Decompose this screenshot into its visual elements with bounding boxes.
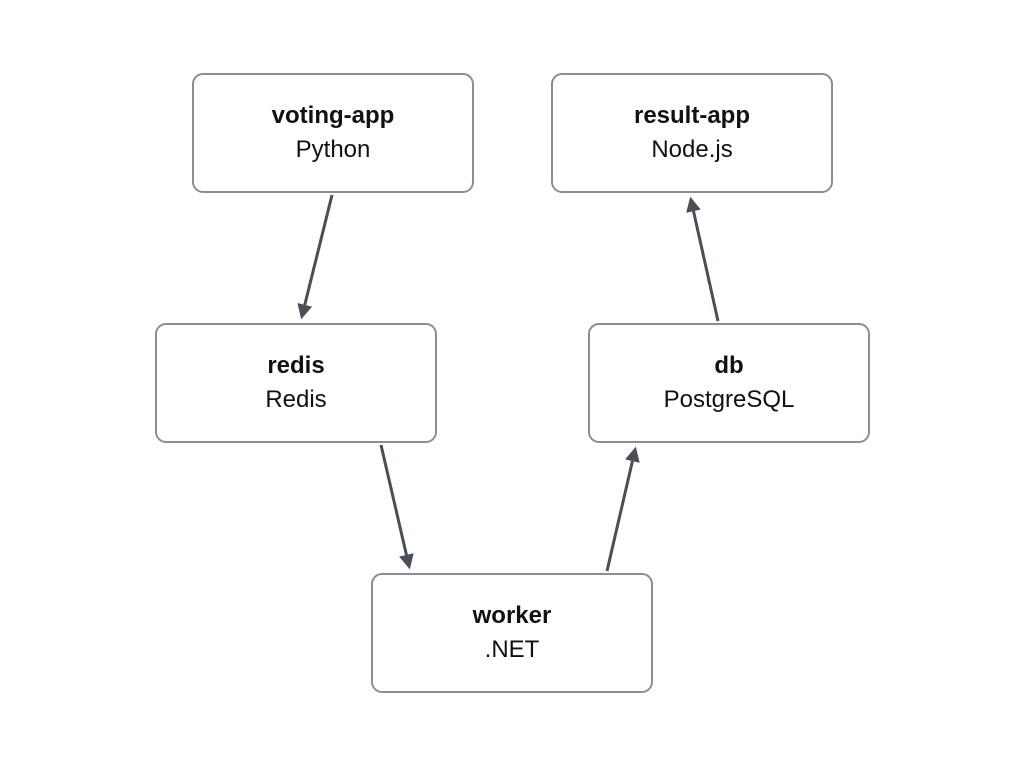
- node-voting-app: voting-app Python: [192, 73, 474, 193]
- edge-voting-app-to-redis: [297, 194, 334, 320]
- edge-db-to-result-app: [686, 196, 720, 322]
- edge-worker-to-db: [605, 446, 640, 572]
- edge-redis-to-worker: [379, 444, 414, 570]
- node-title: voting-app: [271, 102, 395, 129]
- node-subtitle: PostgreSQL: [663, 386, 795, 413]
- node-redis: redis Redis: [155, 323, 437, 443]
- node-worker: worker .NET: [371, 573, 653, 693]
- node-title: worker: [472, 602, 552, 629]
- node-subtitle: Redis: [265, 386, 327, 413]
- node-subtitle: Python: [295, 136, 371, 163]
- node-title: db: [714, 352, 744, 379]
- node-title: result-app: [633, 102, 750, 129]
- node-subtitle: Node.js: [651, 136, 733, 163]
- node-db: db PostgreSQL: [588, 323, 870, 443]
- node-subtitle: .NET: [484, 636, 540, 663]
- node-title: redis: [267, 352, 325, 379]
- node-result-app: result-app Node.js: [551, 73, 833, 193]
